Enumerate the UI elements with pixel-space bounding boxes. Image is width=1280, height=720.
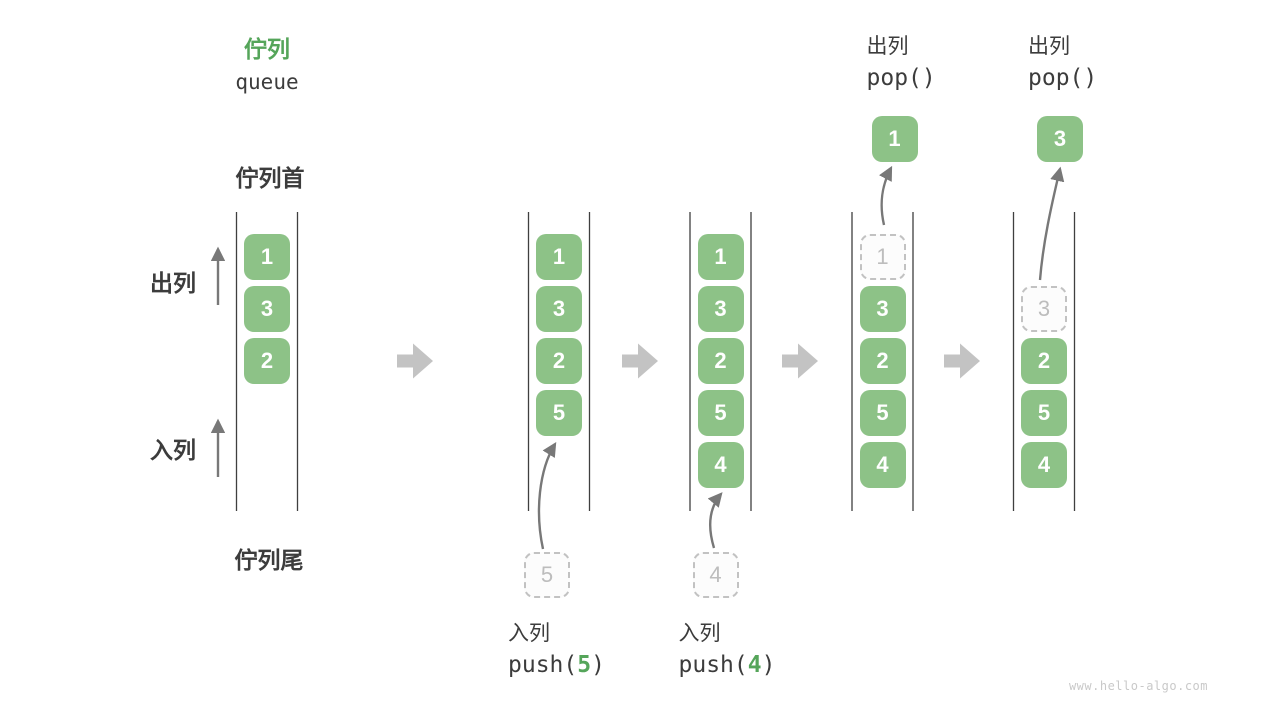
queue-front-label: 佇列首 [235, 165, 305, 191]
transition-arrow-icon [782, 343, 818, 379]
queue-cell: 5 [859, 390, 906, 436]
queue-cell: 1 [244, 234, 290, 280]
queue-cell: 1 [697, 234, 744, 280]
queue-rear-label: 佇列尾 [234, 547, 304, 573]
code-argument: 5 [577, 652, 592, 678]
queue-cell: 3 [697, 286, 744, 332]
push-arrow-icon [707, 492, 723, 549]
operation-code: push(4) [679, 652, 776, 678]
queue-cell: 5 [536, 390, 582, 436]
pop-arrow-icon [1038, 166, 1065, 281]
operation-label: 入列 [678, 622, 721, 645]
queue-cell: 2 [859, 338, 906, 384]
operation-label: 出列 [1028, 35, 1070, 58]
code-argument: 4 [747, 652, 762, 678]
queue-cell: 2 [697, 338, 744, 384]
code-text: push( [508, 652, 578, 678]
code-text: ) [591, 652, 605, 678]
queue-cell: 2 [244, 338, 290, 384]
queue-cell: 4 [859, 442, 906, 488]
queue-cell: 5 [1021, 390, 1067, 436]
operation-code: pop() [866, 65, 936, 91]
diagram-subtitle: queue [235, 70, 299, 94]
pop-arrow-icon [879, 165, 893, 226]
queue-cell: 4 [1021, 442, 1067, 488]
queue-cell-ghost: 1 [859, 234, 906, 280]
queue-cell: 5 [697, 390, 744, 436]
queue-cell: 3 [536, 286, 582, 332]
queue-cell: 4 [697, 442, 744, 488]
code-text: ) [761, 652, 776, 678]
queue-cell-ghost: 3 [1021, 286, 1067, 332]
queue-cell: 3 [859, 286, 906, 332]
diagram-title: 佇列 [244, 36, 290, 62]
operation-label: 出列 [866, 35, 909, 58]
operation-code: push(5) [508, 652, 605, 678]
transition-arrow-icon [944, 343, 980, 379]
transition-arrow-icon [397, 343, 433, 379]
outgoing-element: 3 [1037, 116, 1083, 162]
operation-label: 入列 [508, 622, 550, 645]
queue-cell: 2 [536, 338, 582, 384]
queue-cell: 1 [536, 234, 582, 280]
incoming-element: 5 [524, 552, 570, 598]
operation-code: pop() [1028, 65, 1098, 91]
push-arrow-icon [537, 441, 557, 550]
code-text: push( [678, 652, 748, 678]
transition-arrow-icon [622, 343, 658, 379]
watermark: www.hello-algo.com [1068, 679, 1208, 693]
enqueue-side-label: 入列 [150, 437, 196, 463]
queue-cell: 3 [244, 286, 290, 332]
outgoing-element: 1 [871, 116, 918, 162]
incoming-element: 4 [692, 552, 739, 598]
queue-cell: 2 [1021, 338, 1067, 384]
dequeue-side-label: 出列 [150, 270, 196, 296]
